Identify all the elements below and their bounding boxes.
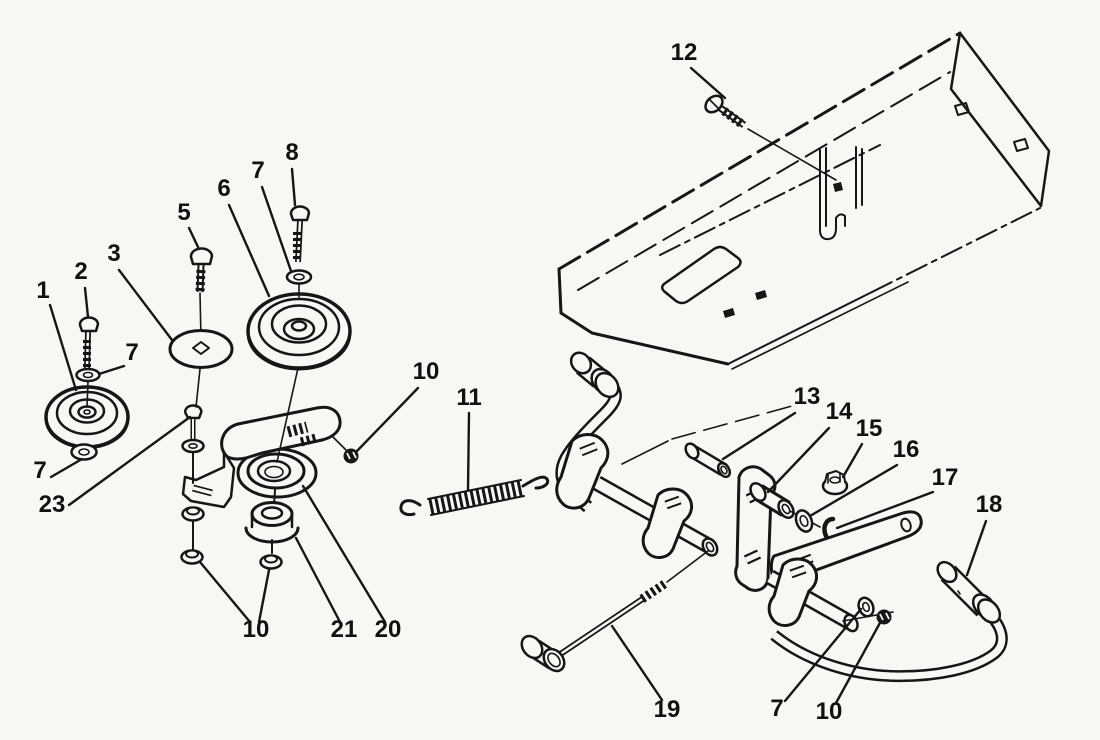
flat-washer-16 [794, 509, 814, 533]
callout-leader-10 [257, 568, 271, 624]
callout-leader-17 [835, 490, 935, 530]
callout-15-flange-nut: 15 [856, 415, 883, 442]
callout-leader-7 [783, 607, 863, 703]
callout-10-flange-lock-nut: 10 [243, 616, 270, 643]
callout-leader-6 [227, 203, 271, 298]
hex-flange-bolt-8 [285, 205, 313, 298]
callout-leader-13 [721, 411, 797, 461]
callout-leader-10 [198, 560, 252, 624]
callout-leader-23 [67, 415, 192, 507]
callout-7-lock-washer: 7 [33, 457, 46, 484]
callout-leader-21 [294, 536, 342, 624]
callout-leader-16 [808, 463, 899, 518]
callout-leader-14 [766, 426, 831, 494]
callout-leader-19 [610, 624, 664, 702]
callout-21-spacer-bushing: 21 [331, 616, 358, 643]
callout-17-e-ring-clip: 17 [932, 464, 959, 491]
callout-13-clevis-pin: 13 [794, 383, 821, 410]
flange-nut-15 [821, 470, 849, 496]
lock-washer-7 [75, 367, 101, 383]
callout-7-lock-washer: 7 [125, 339, 138, 366]
callout-leader-3 [117, 268, 174, 342]
callout-3-flat-washer-disc: 3 [107, 240, 120, 267]
callout-16-flat-washer: 16 [893, 436, 920, 463]
callout-1-flat-idler-pulley: 1 [36, 277, 49, 304]
callout-leader-11 [466, 411, 471, 492]
callout-leader-18 [965, 519, 988, 577]
v-idler-pulley-6 [246, 292, 352, 463]
lock-washer-7-under-pulley [70, 443, 98, 461]
clevis-pin-13 [684, 442, 732, 479]
lock-washer-7 [285, 269, 313, 285]
callout-10-flange-lock-nut: 10 [413, 358, 440, 385]
callout-20-flange-washer: 20 [375, 616, 402, 643]
callout-7-lock-washer: 7 [770, 695, 783, 722]
callout-12-self-tapping-screw: 12 [671, 39, 698, 66]
callout-leader-8 [290, 167, 297, 207]
callout-leader-20 [301, 484, 387, 624]
callout-23-idler-mount-bolt: 23 [39, 491, 66, 518]
callout-6-v-idler-pulley: 6 [217, 175, 230, 202]
callout-8-hex-flange-bolt: 8 [285, 139, 298, 166]
callout-leader-1 [48, 303, 78, 392]
callout-10-flange-lock-nut: 10 [816, 698, 843, 725]
pivot-bolt-19 [520, 550, 709, 673]
callout-5-carriage-bolt: 5 [177, 199, 190, 226]
washer-disc-3 [168, 329, 234, 408]
callout-2-hex-flange-bolt: 2 [74, 258, 87, 285]
callout-leader-15 [841, 442, 864, 479]
callout-leader-10 [834, 619, 883, 705]
callout-18-handle-grip: 18 [976, 491, 1003, 518]
hanger-hook-tab [819, 146, 863, 241]
callout-14-spacer-sleeve: 14 [826, 398, 853, 425]
callout-7-lock-washer: 7 [251, 157, 264, 184]
callout-19-pivot-bolt: 19 [654, 696, 681, 723]
crank-knob [569, 351, 620, 399]
carriage-bolt-5 [189, 247, 214, 340]
flange-lock-nut-10-mid [343, 448, 359, 464]
callout-leader-5 [187, 226, 200, 249]
spacer-bushing-21 [244, 501, 300, 570]
callout-leader-10 [355, 386, 420, 453]
flange-lock-nut-10-right [876, 609, 892, 625]
callout-leader-7 [49, 457, 84, 479]
callout-leader-7 [260, 185, 293, 273]
flange-washer-20 [246, 452, 306, 506]
callout-leader-12 [689, 66, 727, 100]
callout-11-extension-spring: 11 [456, 384, 481, 411]
belt-cover-plate [557, 31, 1051, 465]
hex-flange-bolt-2 [75, 316, 101, 408]
callout-leader-2 [83, 286, 90, 319]
extension-spring-11 [399, 475, 550, 517]
self-tapping-screw-12 [704, 94, 837, 181]
spacer-sleeve-14 [749, 481, 821, 528]
handle-grip-18 [936, 560, 1002, 624]
lift-lever-assembly [520, 351, 1008, 683]
mount-bolt-23-column [180, 404, 205, 565]
callout-leader-7 [97, 364, 126, 376]
